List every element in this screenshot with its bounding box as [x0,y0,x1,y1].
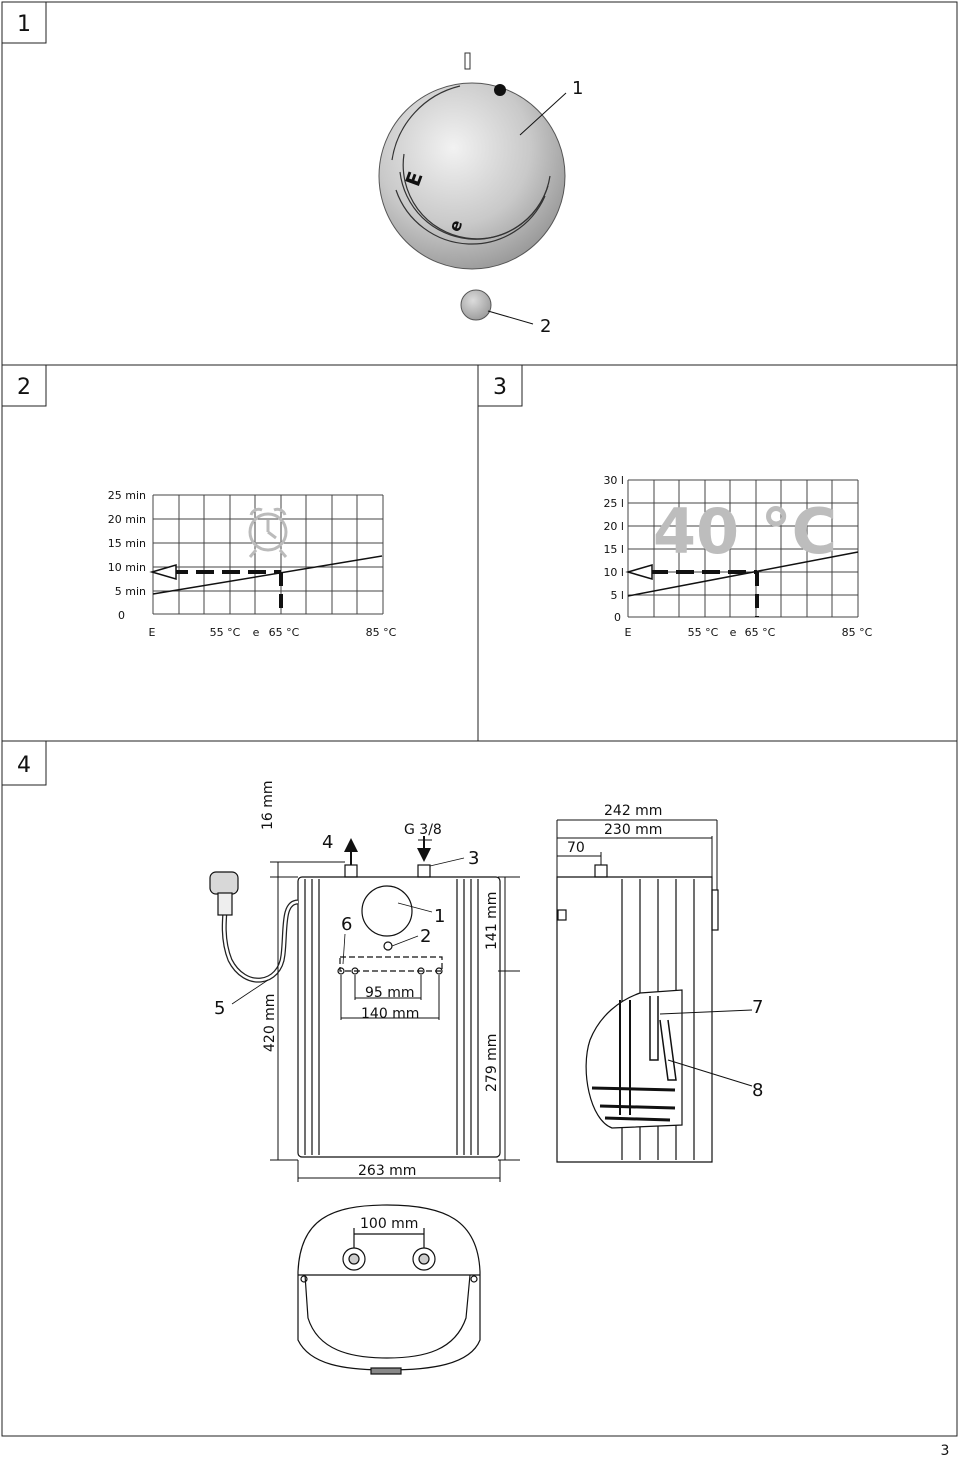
panel-4-label: 4 [1,740,47,786]
svg-text:55 °C: 55 °C [210,626,241,639]
svg-text:5 l: 5 l [610,589,624,602]
temperature-watermark: 40 °C [653,495,837,568]
indicator-lamp [460,289,492,321]
control-knob-figure: E e 1 2 [378,52,583,337]
svg-text:e: e [730,626,737,639]
fig4-callout-4: 4 [322,832,333,853]
dim-100mm: 100 mm [360,1216,418,1232]
svg-text:65 °C: 65 °C [269,626,300,639]
bottom-view [297,1204,481,1375]
svg-text:0: 0 [614,611,621,624]
dim-242mm: 242 mm [604,803,662,819]
control-knob [378,82,566,270]
svg-text:15 min: 15 min [108,537,146,550]
svg-text:1: 1 [17,12,31,37]
svg-text:E: E [149,626,156,639]
fig4-callout-5: 5 [214,998,225,1019]
arrow-left-icon [149,564,177,580]
svg-text:30 l: 30 l [603,474,624,487]
svg-text:65 °C: 65 °C [745,626,776,639]
svg-text:4: 4 [17,753,31,778]
dim-16mm: 16 mm [260,780,276,830]
fig4-callout-2: 2 [420,926,431,947]
panel-3-label: 3 [477,364,523,407]
side-dimension-lines [556,819,753,1087]
dim-230mm: 230 mm [604,822,662,838]
arrow-left-icon-2 [625,564,653,580]
svg-text:15 l: 15 l [603,543,624,556]
dim-141mm: 141 mm [484,892,500,950]
heatup-time-chart: 25 min 20 min 15 min 10 min 5 min 0 E 55… [108,489,397,639]
panel-1-label: 1 [1,1,47,44]
mixed-water-chart: 40 °C 30 l 25 l 20 l 15 l 10 l 5 l 0 E 5… [603,474,872,639]
svg-text:5 min: 5 min [115,585,146,598]
svg-text:3: 3 [493,375,507,400]
page-number: 3 [941,1443,950,1457]
svg-text:10 min: 10 min [108,561,146,574]
fig4-callout-3: 3 [468,848,479,869]
fig4-callout-7: 7 [752,997,763,1018]
side-view [556,864,719,1163]
svg-text:10 l: 10 l [603,566,624,579]
svg-text:20 l: 20 l [603,520,624,533]
dim-263mm: 263 mm [358,1163,416,1179]
dim-g38: G 3/8 [404,822,442,838]
svg-text:e: e [253,626,260,639]
svg-text:25 min: 25 min [108,489,146,502]
svg-text:2: 2 [17,375,31,400]
fig4-callout-8: 8 [752,1080,763,1101]
front-view [209,864,501,1158]
svg-text:55 °C: 55 °C [688,626,719,639]
fig4-callout-1: 1 [434,906,445,927]
off-mark-icon [464,52,471,70]
panel-2-label: 2 [1,364,47,407]
fig4-callout-6: 6 [341,914,352,935]
svg-text:85 °C: 85 °C [366,626,397,639]
svg-text:E: E [625,626,632,639]
cold-water-in-arrow-icon [417,848,431,862]
dim-70: 70 [567,840,585,856]
front-dimension-lines [270,839,520,1182]
svg-text:85 °C: 85 °C [842,626,873,639]
hot-water-out-arrow-icon [344,838,358,852]
dim-95mm: 95 mm [365,985,415,1001]
dim-279mm: 279 mm [484,1034,500,1092]
svg-text:25 l: 25 l [603,497,624,510]
dim-420mm: 420 mm [262,994,278,1052]
alarm-clock-icon [248,507,288,558]
dim-140mm: 140 mm [361,1006,419,1022]
svg-text:0: 0 [118,609,125,622]
svg-text:20 min: 20 min [108,513,146,526]
callout-1: 1 [572,78,583,99]
dot-mark-icon [494,84,506,96]
callout-2: 2 [540,316,551,337]
